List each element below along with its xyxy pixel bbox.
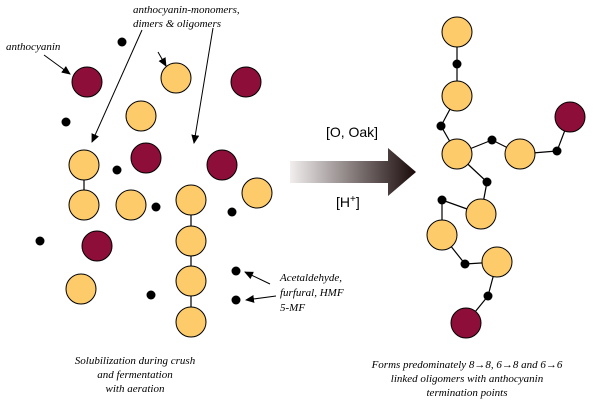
caption-left-2: and fermentation [97,369,173,381]
pointer-arrow [43,54,71,75]
acid-superscript: + [350,194,356,205]
pointer-arrow [91,29,143,143]
flavanol-unit [441,138,473,170]
flavanol-unit [465,198,497,230]
pointer-arrow [191,27,214,144]
aldehyde-bridge [452,59,462,69]
aldehyde-dot [231,266,241,276]
caption-left-3: with aeration [106,383,165,395]
flavanol-unit [441,16,473,48]
right-anthocyanins [450,101,586,339]
aldehyde-dot [112,165,122,175]
pointer-arrow [245,294,277,303]
aldehyde-dot [61,117,71,127]
flavanol-unit [68,149,100,181]
flavanol-monomer [241,177,273,209]
label-anthocyanin: anthocyanin [6,41,61,53]
caption-right-2: linked oligomers with anthocyanin [391,373,544,385]
aldehyde-bridge [436,121,446,131]
aldehyde-bridge [487,135,497,145]
pointer-arrow [157,51,167,67]
caption-right-3: termination points [427,387,508,399]
right-flavanols [426,16,536,278]
flavanol-unit [441,80,473,112]
anthocyanin-unit [130,142,162,174]
flavanol-unit [175,225,207,257]
anthocyanin-terminal [450,307,482,339]
caption-left-1: Solubilization during crush [75,355,196,367]
acid-bracket-open: [H [336,194,350,210]
aldehyde-dot [146,290,156,300]
label-oligomers-1: anthocyanin-monomers, [133,4,240,16]
reaction-arrow [290,148,416,196]
arrow-label-top: [O, Oak] [326,124,378,140]
left-aldehydes [35,37,241,305]
anthocyanin-terminal [554,101,586,133]
flavanol-unit [481,246,513,278]
left-flavanols [65,62,273,338]
aldehyde-bridge [437,195,447,205]
aldehyde-bridge [482,177,492,187]
arrow-label-bottom: [H+] [336,194,360,210]
aldehyde-dot [35,236,45,246]
flavanol-monomer [160,62,192,94]
anthocyanin-unit [81,230,113,262]
flavanol-unit [175,306,207,338]
right-bonds [440,32,571,324]
caption-right-1: Forms predominately 8→8, 6→8 and 6→6 [371,359,563,371]
aldehyde-bridge [483,291,493,301]
anthocyanin-unit [206,149,238,181]
pointer-arrow [244,271,271,285]
flavanol-monomer [65,273,97,305]
anthocyanin-unit [71,66,103,98]
aldehyde-dot [151,202,161,212]
anthocyanin-unit [230,66,262,98]
aldehyde-dot [117,37,127,47]
right-aldehydes [436,59,562,301]
flavanol-unit [68,189,100,221]
left-pointers [43,27,277,303]
label-oligomers-2: dimers & oligomers [133,18,221,30]
acid-bracket-close: ] [356,194,360,210]
left-anthocyanins [71,66,262,262]
flavanol-monomer [115,189,147,221]
flavanol-unit [504,138,536,170]
flavanol-unit [175,265,207,297]
label-aldehyde-1: Acetaldehyde, [279,272,342,284]
label-aldehyde-3: 5-MF [280,302,305,314]
flavanol-unit [426,219,458,251]
aldehyde-bridge [460,259,470,269]
flavanol-unit [175,184,207,216]
aldehyde-dot [231,295,241,305]
aldehyde-dot [227,207,237,217]
aldehyde-bridge [552,146,562,156]
label-aldehyde-2: furfural, HMF [280,287,344,299]
flavanol-monomer [125,100,157,132]
